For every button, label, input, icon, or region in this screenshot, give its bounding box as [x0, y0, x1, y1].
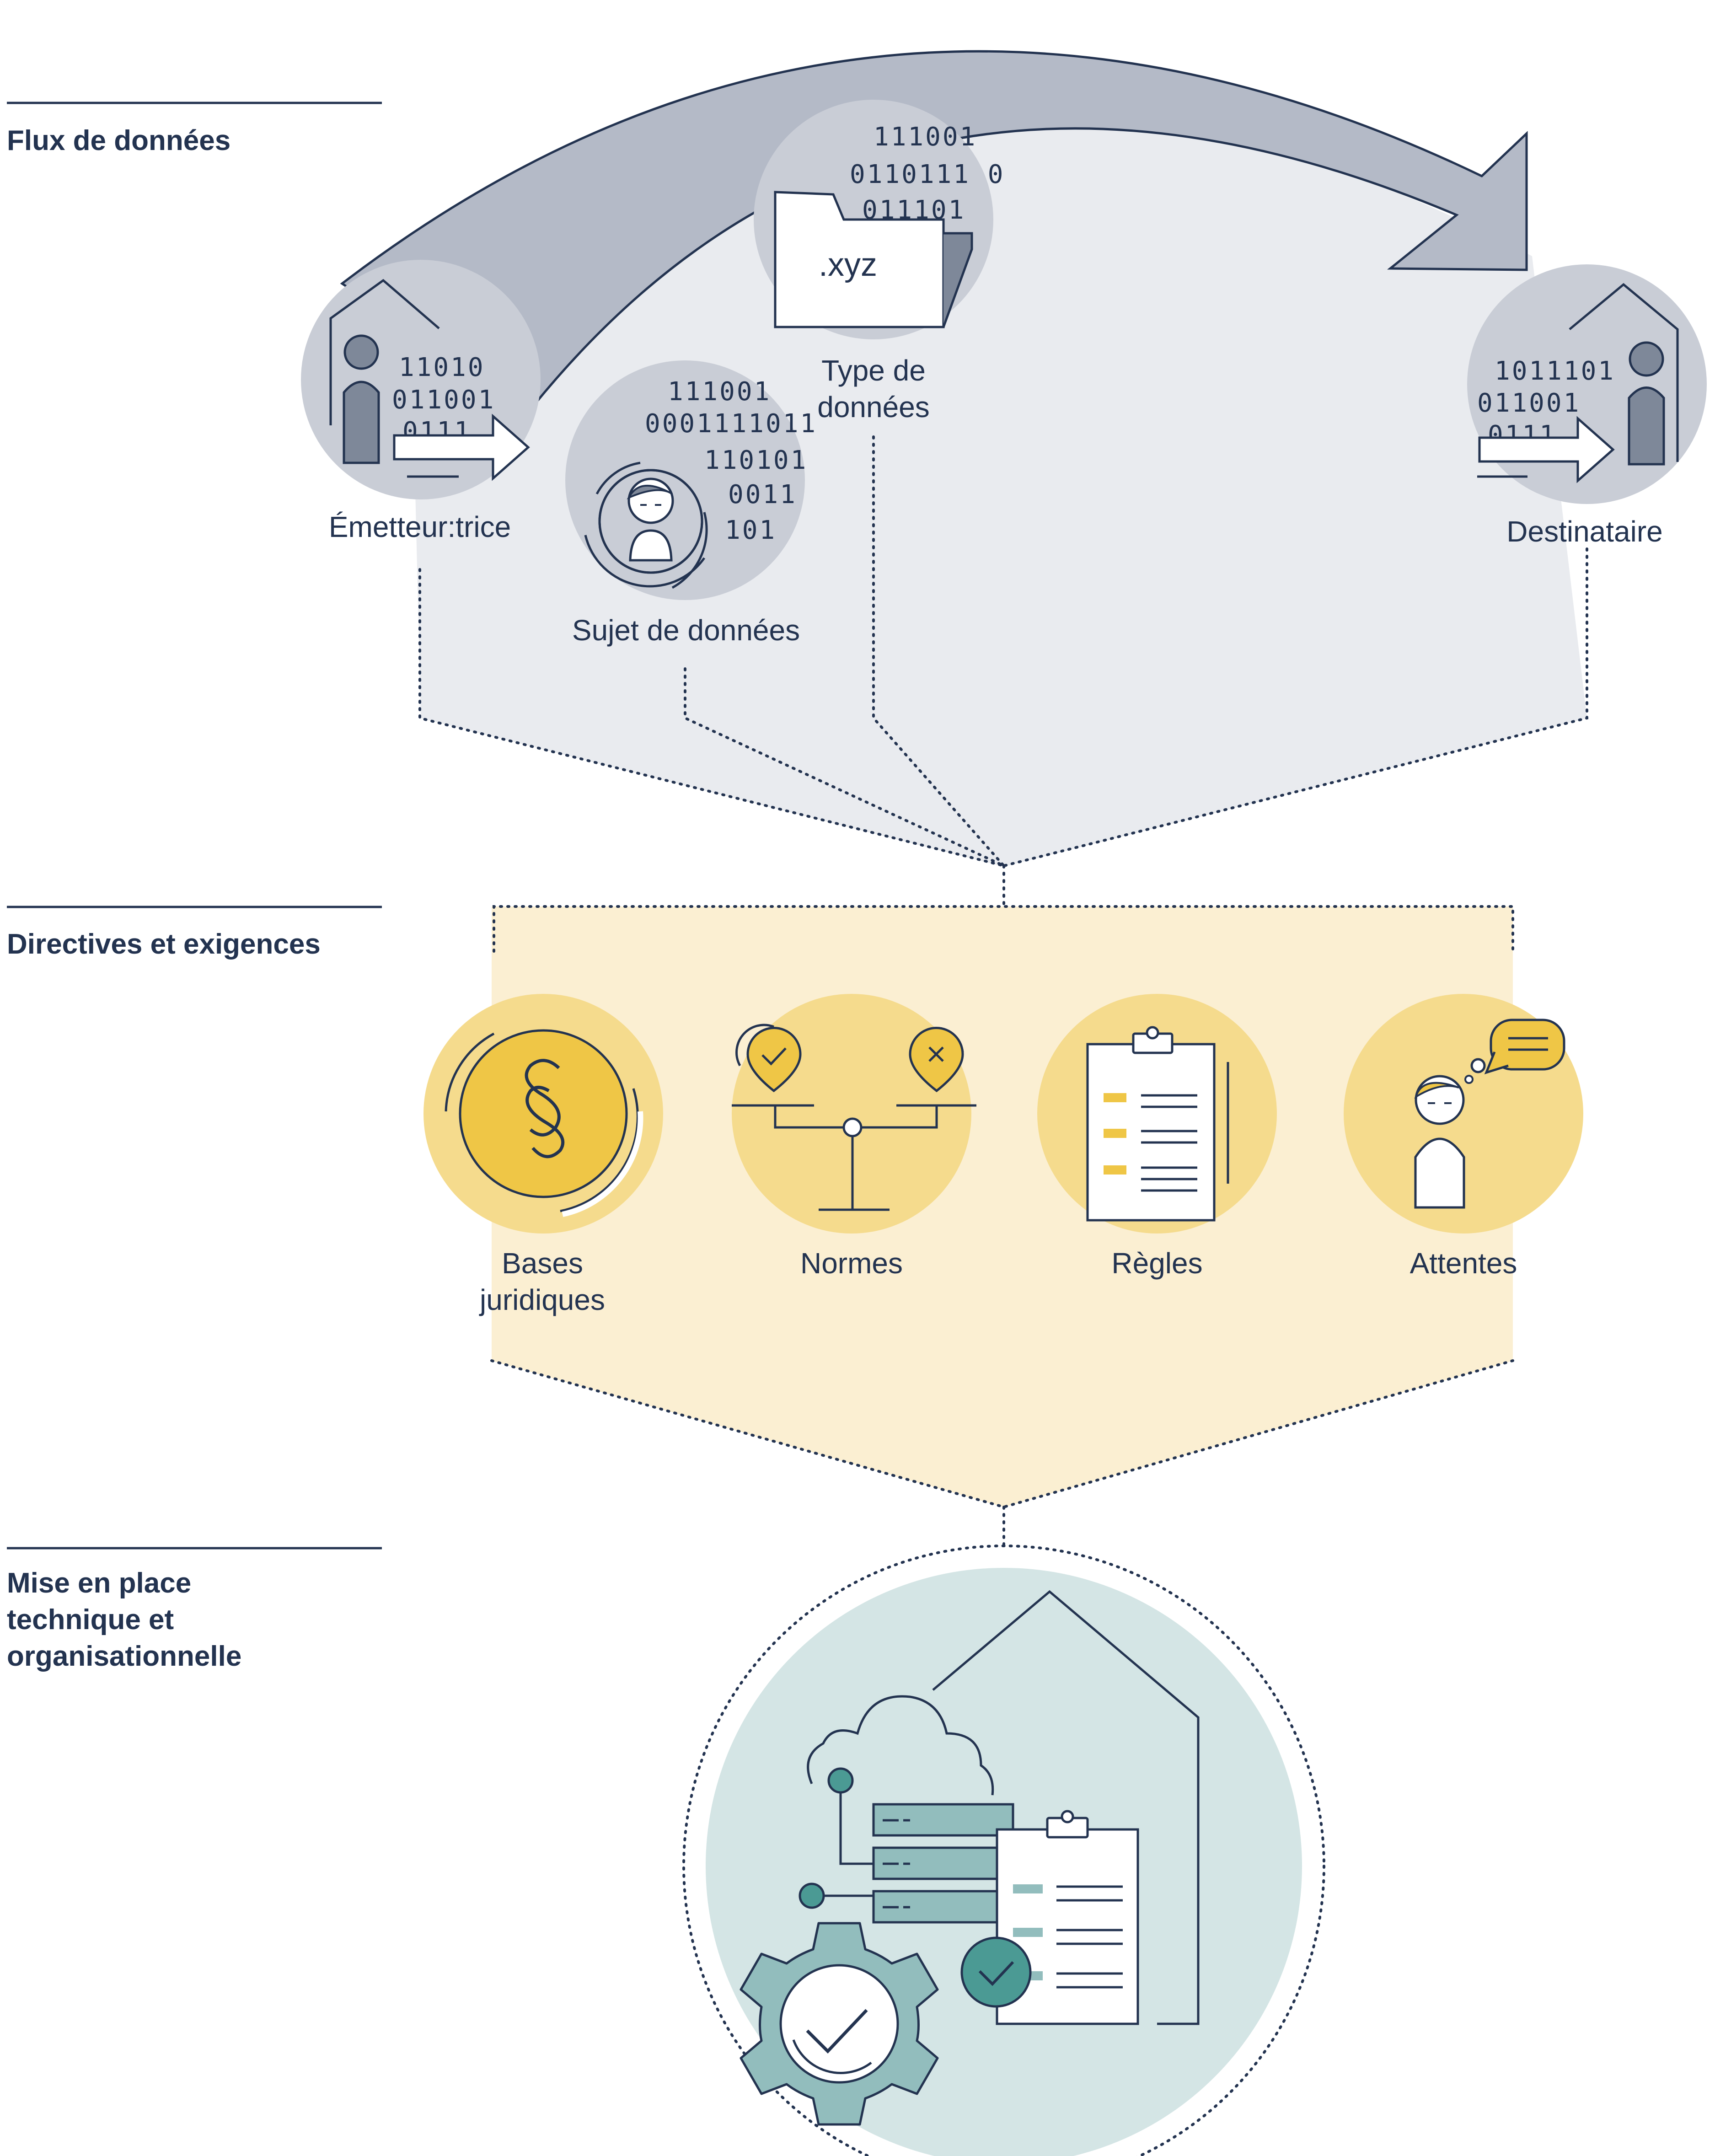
svg-text:0001111011: 0001111011 — [645, 409, 817, 439]
implementation-dotted-ring — [682, 1545, 1325, 2156]
paragraph-coin-icon — [459, 1029, 628, 1198]
legal-bases-node — [423, 994, 663, 1234]
norms-node — [732, 994, 976, 1234]
rules-label: Règles — [1111, 1247, 1203, 1280]
gear-check-icon — [740, 1922, 939, 2126]
expectations-node — [1344, 994, 1583, 1234]
converging-dotted-lines — [418, 435, 1588, 908]
arrow-right-icon — [393, 413, 530, 481]
clipboard-icon — [1086, 1026, 1229, 1222]
guidelines-dotted-border — [490, 905, 1514, 1550]
house-outline-icon — [329, 279, 440, 425]
server-stack-icon — [872, 1803, 1014, 1924]
house-outline-icon — [1569, 283, 1679, 462]
svg-text:011001: 011001 — [1477, 388, 1581, 418]
cloud-icon — [807, 1695, 994, 1796]
recipient-node: 1011101 011001 0111 — [1467, 264, 1707, 504]
data-subject-label: Sujet de données — [572, 614, 800, 647]
speech-bubble-icon — [1464, 1019, 1565, 1084]
svg-text:11010: 11010 — [399, 353, 485, 382]
data-subject-node: 111001 0001111011 110101 0011 101 — [565, 360, 817, 600]
section-title-guidelines: Directives et exigences — [7, 928, 321, 960]
norms-label: Normes — [800, 1247, 903, 1280]
sender-node: 11010 011001 0111 — [301, 260, 541, 499]
implementation-illustration — [740, 1590, 1200, 2126]
svg-text:111001: 111001 — [874, 122, 977, 152]
section-sign-icon — [525, 1059, 565, 1158]
svg-text:.xyz: .xyz — [819, 247, 877, 283]
check-pin-icon — [735, 1024, 802, 1093]
svg-text:0110111 0: 0110111 0 — [850, 160, 1005, 189]
svg-text:011001: 011001 — [392, 385, 495, 415]
section-title-implementation: Mise en place technique et organisationn… — [7, 1567, 242, 1672]
house-outline-icon — [932, 1590, 1200, 2025]
svg-text:101: 101 — [725, 515, 777, 545]
svg-text:1011101: 1011101 — [1495, 356, 1615, 386]
expectations-label: Attentes — [1410, 1247, 1517, 1280]
arrow-right-icon — [1478, 416, 1615, 483]
person-icon — [1628, 341, 1665, 466]
sender-label: Émetteur:trice — [328, 510, 511, 543]
rules-node — [1037, 994, 1277, 1234]
folder-icon: .xyz — [774, 191, 973, 328]
clipboard-icon — [960, 1810, 1139, 2025]
connector-nodes-icon — [799, 1767, 874, 1909]
balance-scale-icon — [732, 1104, 976, 1211]
data-flow-background — [412, 105, 1587, 867]
cross-pin-icon — [909, 1027, 964, 1093]
recipient-label: Destinataire — [1506, 515, 1663, 548]
person-icon — [343, 334, 380, 464]
legal-bases-label: Bases juridiques — [480, 1247, 605, 1316]
svg-text:111001: 111001 — [668, 377, 771, 407]
data-type-node: 111001 0110111 0 011101 .xyz — [754, 100, 1005, 339]
person-icon — [1414, 1075, 1465, 1209]
person-avatar-icon — [584, 461, 708, 589]
data-type-label: Type de données — [817, 354, 930, 424]
guidelines-background — [492, 906, 1513, 1507]
section-title-data-flow: Flux de données — [7, 125, 231, 156]
check-badge-icon — [960, 1936, 1032, 2008]
svg-text:0011: 0011 — [728, 480, 797, 510]
svg-text:110101: 110101 — [704, 445, 808, 475]
